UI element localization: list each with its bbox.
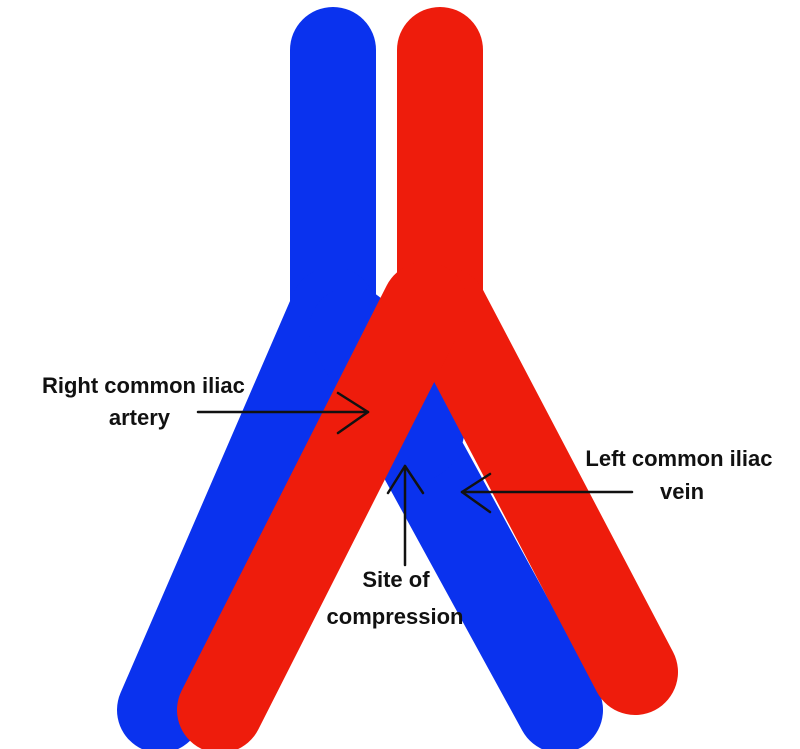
label-line-1: Site of [362,567,430,592]
label-left-common-iliac-vein: Left common iliac vein [585,446,778,504]
label-line-2: artery [109,405,171,430]
label-line-1: Right common iliac [42,373,245,398]
label-line-2: compression [327,604,464,629]
label-line-1: Left common iliac [585,446,772,471]
label-right-common-iliac-artery: Right common iliac artery [42,373,251,430]
label-line-2: vein [660,479,704,504]
